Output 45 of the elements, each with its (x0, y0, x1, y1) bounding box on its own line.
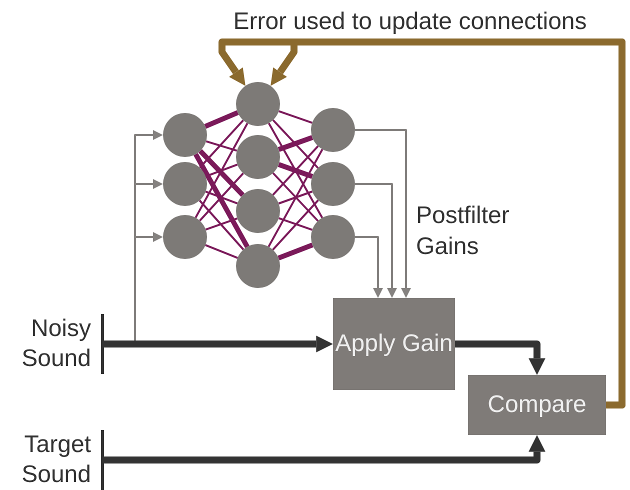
connection-line (198, 149, 245, 197)
connection-line (278, 217, 313, 231)
connection-line (278, 162, 314, 179)
connection-line (272, 172, 319, 222)
neuron-circle (236, 135, 280, 179)
connection-line (199, 172, 244, 222)
connection-line (205, 164, 238, 178)
signal-label: Noisy Sound (4, 314, 104, 374)
process-box: Apply Gain (333, 298, 455, 390)
arrow (104, 336, 333, 352)
connection-line (268, 122, 324, 218)
neuron-circle (236, 82, 280, 126)
connection-line (278, 110, 313, 124)
neuron-circle (163, 162, 207, 206)
connection-line (272, 145, 319, 196)
connection-line (199, 120, 244, 168)
connection-line (278, 190, 313, 204)
annotation-label: Postfilter Gains (416, 201, 510, 262)
connection-line (272, 119, 319, 169)
arrow (355, 236, 383, 298)
neuron-circle (311, 162, 355, 206)
neuron-circle (311, 108, 355, 152)
arrow (455, 340, 546, 375)
connection-line (205, 217, 238, 231)
connection-line (194, 122, 248, 218)
signal-label: Target Sound (4, 430, 104, 490)
neuron-circle (163, 113, 207, 157)
neuron-circle (311, 215, 355, 259)
connection-line (272, 200, 319, 250)
process-box: Compare (468, 375, 606, 435)
connection-line (268, 148, 324, 248)
connection-line (205, 190, 238, 204)
connection-line (206, 140, 238, 152)
connection-line (278, 242, 314, 260)
neuron-circle (236, 244, 280, 288)
connection-line (278, 135, 314, 152)
arrow (355, 183, 397, 298)
arrow (104, 435, 546, 464)
connection-line (205, 244, 238, 259)
arrow (355, 129, 411, 298)
neuron-circle (163, 215, 207, 259)
connection-line (204, 110, 239, 129)
connection-line (194, 152, 250, 248)
connection-line (198, 200, 244, 250)
neuron-circle (236, 189, 280, 233)
